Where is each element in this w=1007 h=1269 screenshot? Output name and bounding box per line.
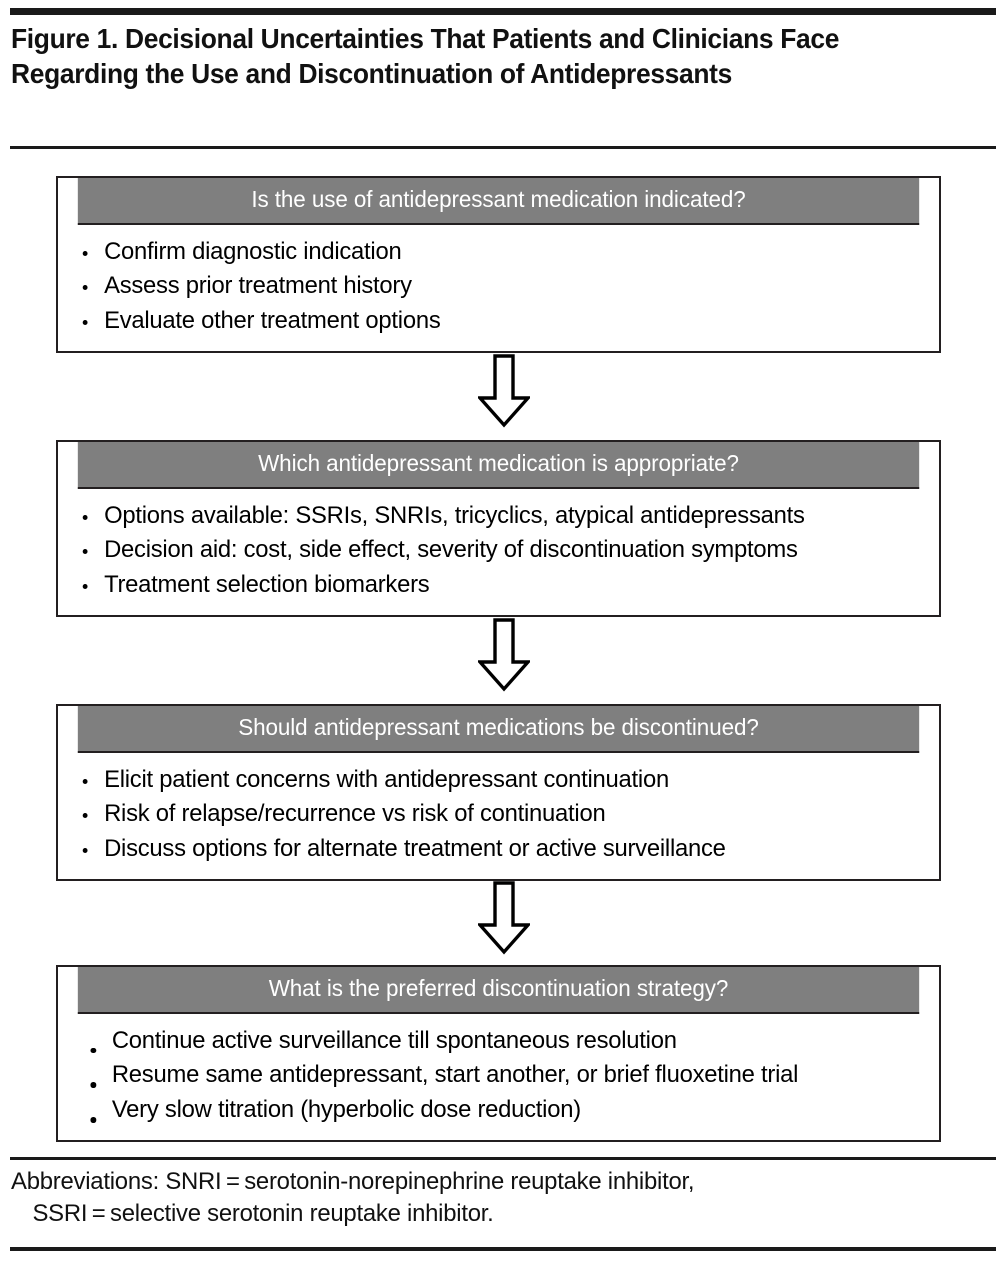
list-item: Evaluate other treatment options — [72, 304, 905, 339]
flow-box-2-body: Options available: SSRIs, SNRIs, tricycl… — [58, 489, 939, 615]
list-item: Options available: SSRIs, SNRIs, tricycl… — [72, 499, 905, 534]
flow-box-3: Should antidepressant medications be dis… — [56, 704, 941, 881]
title-divider-rule — [10, 146, 996, 149]
list-item: Elicit patient concerns with antidepress… — [72, 763, 905, 798]
top-rule — [10, 8, 996, 15]
flow-box-2-header: Which antidepressant medication is appro… — [77, 442, 920, 489]
down-arrow-icon-2 — [478, 618, 530, 692]
flow-box-3-bullet-list: Elicit patient concerns with antidepress… — [72, 763, 929, 867]
flow-box-3-body: Elicit patient concerns with antidepress… — [58, 753, 939, 879]
list-item: Risk of relapse/recurrence vs risk of co… — [72, 797, 905, 832]
flow-box-3-header: Should antidepressant medications be dis… — [77, 706, 920, 753]
list-item: Treatment selection biomarkers — [72, 568, 905, 603]
flow-box-1-bullet-list: Confirm diagnostic indication Assess pri… — [72, 235, 929, 339]
list-item: Assess prior treatment history — [72, 269, 905, 304]
flow-box-4-body: Continue active surveillance till sponta… — [58, 1014, 939, 1140]
list-item: Resume same antidepressant, start anothe… — [72, 1058, 905, 1093]
flow-box-4-header: What is the preferred discontinuation st… — [77, 967, 920, 1014]
list-item: Discuss options for alternate treatment … — [72, 832, 905, 867]
footnote-line-2: SSRI = selective serotonin reuptake inhi… — [32, 1199, 494, 1227]
down-arrow-icon-3 — [478, 881, 530, 955]
flow-box-1-body: Confirm diagnostic indication Assess pri… — [58, 225, 939, 351]
flow-box-2-bullet-list: Options available: SSRIs, SNRIs, tricycl… — [72, 499, 929, 603]
list-item: Continue active surveillance till sponta… — [72, 1024, 905, 1059]
footnote-line-1: Abbreviations: SNRI = serotonin-norepine… — [11, 1168, 695, 1195]
flow-box-4: What is the preferred discontinuation st… — [56, 965, 941, 1142]
flow-box-1: Is the use of antidepressant medication … — [56, 176, 941, 353]
list-item: Decision aid: cost, side effect, severit… — [72, 533, 905, 568]
bottom-rule — [10, 1247, 996, 1251]
list-item: Very slow titration (hyperbolic dose red… — [72, 1093, 905, 1128]
page-title: Figure 1. Decisional Uncertainties That … — [11, 23, 840, 89]
footnote-divider-rule — [10, 1157, 996, 1160]
flow-box-4-bullet-list: Continue active surveillance till sponta… — [72, 1024, 929, 1128]
list-item: Confirm diagnostic indication — [72, 235, 905, 270]
abbreviations-footnote: Abbreviations: SNRI = serotonin-norepine… — [11, 1166, 962, 1230]
down-arrow-icon-1 — [478, 354, 530, 428]
flow-box-1-header: Is the use of antidepressant medication … — [77, 178, 920, 225]
flow-box-2: Which antidepressant medication is appro… — [56, 440, 941, 617]
